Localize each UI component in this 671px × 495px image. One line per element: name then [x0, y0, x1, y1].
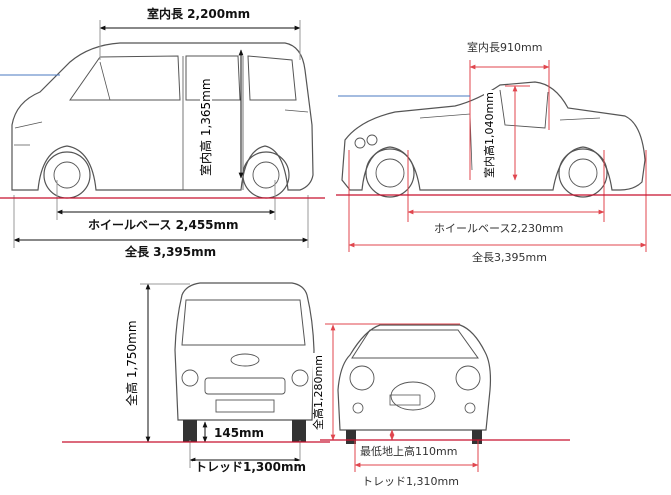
tanto-overall-length-label: 全長 3,395mm [123, 245, 219, 259]
tanto-interior-height-label: 室内高 1,365mm [199, 76, 213, 178]
copen-interior-height-label: 室内高1,040mm [483, 90, 496, 180]
copen-interior-length-label: 室内長910mm [465, 41, 545, 54]
copen-overall-height-label: 全高1,280mm [312, 353, 325, 432]
tanto-side-dimensions [0, 20, 309, 248]
tanto-interior-length-label: 室内長 2,200mm [145, 7, 253, 21]
copen-ground-clearance-label: 最低地上高110mm [360, 445, 458, 458]
copen-tread-label: トレッド1,310mm [360, 475, 461, 488]
copen-overall-length-label: 全長3,395mm [470, 251, 549, 264]
tanto-front-wheel [43, 151, 91, 199]
tanto-front-view [174, 282, 315, 442]
copen-rear-wheel [558, 148, 608, 198]
tanto-tread-label: トレッド1,300mm [193, 460, 308, 474]
copen-front-dimensions [325, 323, 479, 472]
copen-side-dimensions [338, 60, 647, 252]
copen-front-view [337, 324, 492, 444]
copen-front-outline [337, 324, 492, 431]
tanto-body-outline [11, 42, 314, 191]
copen-wheelbase-label: ホイールベース2,230mm [432, 222, 566, 235]
copen-front-wheel [365, 148, 415, 198]
tanto-wheelbase-label: ホイールベース 2,455mm [86, 218, 241, 232]
tanto-overall-height-label: 全高 1,750mm [125, 318, 139, 408]
copen-side-view [341, 81, 646, 198]
tanto-front-outline [174, 282, 315, 421]
tanto-front-dimensions [140, 283, 301, 468]
tanto-side-view [11, 42, 314, 199]
tanto-ground-clearance-label: 145mm [214, 426, 265, 440]
tanto-rear-wheel [242, 151, 290, 199]
